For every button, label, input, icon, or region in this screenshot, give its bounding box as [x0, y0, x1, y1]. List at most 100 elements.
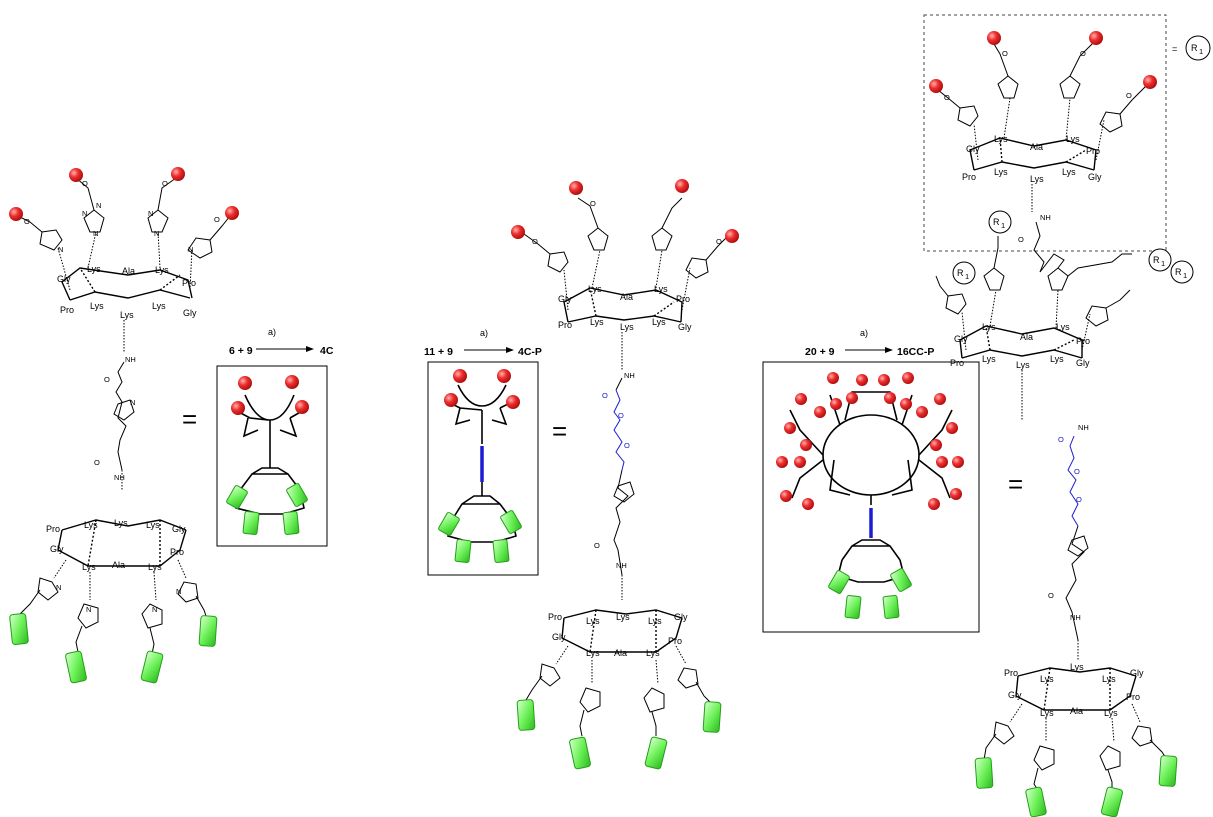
o-atom: O	[618, 411, 624, 420]
lys-label: Lys	[84, 520, 98, 530]
product-label: 16CC-P	[897, 346, 934, 358]
lys-label: Lys	[616, 612, 630, 622]
n-atom: N	[56, 583, 61, 592]
o-atom: O	[94, 458, 100, 467]
lys-label: Lys	[1040, 708, 1054, 718]
lys-label: Lys	[648, 616, 662, 626]
red-sugar-sphere	[9, 207, 23, 221]
pro-label: Pro	[182, 278, 196, 288]
o-atom: O	[602, 391, 608, 400]
gly-label: Gly	[678, 322, 692, 332]
lys-label: Lys	[120, 310, 134, 320]
cartoon-inset-4c	[216, 365, 328, 547]
gly-label: Gly	[1008, 690, 1022, 700]
lys-label: Lys	[590, 317, 604, 327]
o-atom: O	[716, 237, 722, 246]
lys-label: Lys	[148, 562, 162, 572]
r1-circle	[1185, 35, 1211, 61]
o-atom: O	[944, 93, 950, 102]
r1-letter: R	[993, 217, 1000, 227]
pro-label: Pro	[1076, 336, 1090, 346]
n-atom: N	[176, 587, 181, 596]
reactants-label: 20 + 9	[805, 346, 835, 358]
lys-label: Lys	[652, 317, 666, 327]
o-atom: O	[162, 179, 168, 188]
pro-label: Pro	[558, 320, 572, 330]
top-triazole-arms	[17, 177, 231, 291]
gly-label: Gly	[57, 274, 71, 284]
pro-label: Pro	[46, 524, 60, 534]
lys-label: Lys	[994, 134, 1008, 144]
n-atom: N	[154, 229, 159, 238]
lys-label: Lys	[1062, 167, 1076, 177]
o-atom: O	[1048, 591, 1054, 600]
green-sugar-block	[140, 650, 164, 684]
pro-label: Pro	[962, 172, 976, 182]
reaction-arrow-1: 6 + 9 a) 4C	[229, 327, 334, 357]
gly-label: Gly	[183, 308, 197, 318]
reactants-label: 6 + 9	[229, 345, 253, 357]
reaction-arrow-2: 11 + 9 a) 4C-P	[424, 328, 542, 358]
lys-label: Lys	[620, 322, 634, 332]
nh-atom: NH	[1078, 423, 1089, 432]
lys-label: Lys	[982, 354, 996, 364]
gly-label: Gly	[674, 612, 688, 622]
cartoon-inset-4cp	[427, 361, 539, 576]
o-atom: O	[104, 375, 110, 384]
lys-label: Lys	[155, 265, 169, 275]
green-sugar-block	[9, 613, 29, 645]
lys-label: Lys	[1066, 134, 1080, 144]
green-sugar-block	[198, 615, 218, 647]
pro-label: Pro	[950, 358, 964, 368]
lys-label: Lys	[654, 284, 668, 294]
o-atom: O	[82, 179, 88, 188]
equals-sign: =	[552, 416, 567, 446]
gly-label: Gly	[552, 632, 566, 642]
n-atom: N	[148, 209, 153, 218]
o-atom: O	[532, 237, 538, 246]
o-atom: O	[1080, 49, 1086, 58]
ala-label: Ala	[620, 292, 633, 302]
bottom-cyclopeptide	[57, 519, 187, 567]
pro-label: Pro	[1004, 668, 1018, 678]
gly-label: Gly	[966, 144, 980, 154]
pro-label: Pro	[676, 294, 690, 304]
lys-label: Lys	[1040, 674, 1054, 684]
pro-label: Pro	[548, 612, 562, 622]
gly-label: Gly	[954, 334, 968, 344]
n-atom: N	[86, 605, 91, 614]
r1-letter: R	[1191, 43, 1198, 53]
o-atom: O	[590, 199, 596, 208]
ala-label: Ala	[112, 560, 125, 570]
gly-label: Gly	[50, 544, 64, 554]
red-sugar-sphere	[225, 206, 239, 220]
peg-linker	[613, 389, 625, 471]
lys-label: Lys	[994, 167, 1008, 177]
r1-definition-box	[923, 14, 1167, 252]
lys-label: Lys	[1070, 662, 1084, 672]
ala-label: Ala	[122, 266, 135, 276]
o-atom: O	[1018, 235, 1024, 244]
o-atom: O	[1058, 435, 1064, 444]
gly-label: Gly	[1076, 358, 1090, 368]
lys-label: Lys	[586, 616, 600, 626]
nh-atom: NH	[624, 371, 635, 380]
red-sugar-sphere	[69, 168, 83, 182]
red-sugar-sphere	[171, 167, 185, 181]
ala-label: Ala	[1030, 142, 1043, 152]
n-atom: N	[58, 245, 63, 254]
cartoon-inset-16ccp	[762, 361, 980, 633]
lys-label: Lys	[1016, 360, 1030, 370]
lys-label: Lys	[646, 648, 660, 658]
reaction-arrow-3: 20 + 9 a) 16CC-P	[805, 328, 934, 358]
o-atom: O	[1126, 91, 1132, 100]
o-atom: O	[1074, 467, 1080, 476]
nh-atom: NH	[114, 473, 125, 482]
r1-letter: R	[1175, 267, 1182, 277]
r1-letter: R	[1153, 255, 1160, 265]
equals-label: =	[1172, 44, 1177, 54]
r1-subscript: 1	[1161, 259, 1165, 268]
r1-letter: R	[957, 268, 964, 278]
product-label: 4C	[320, 345, 334, 357]
